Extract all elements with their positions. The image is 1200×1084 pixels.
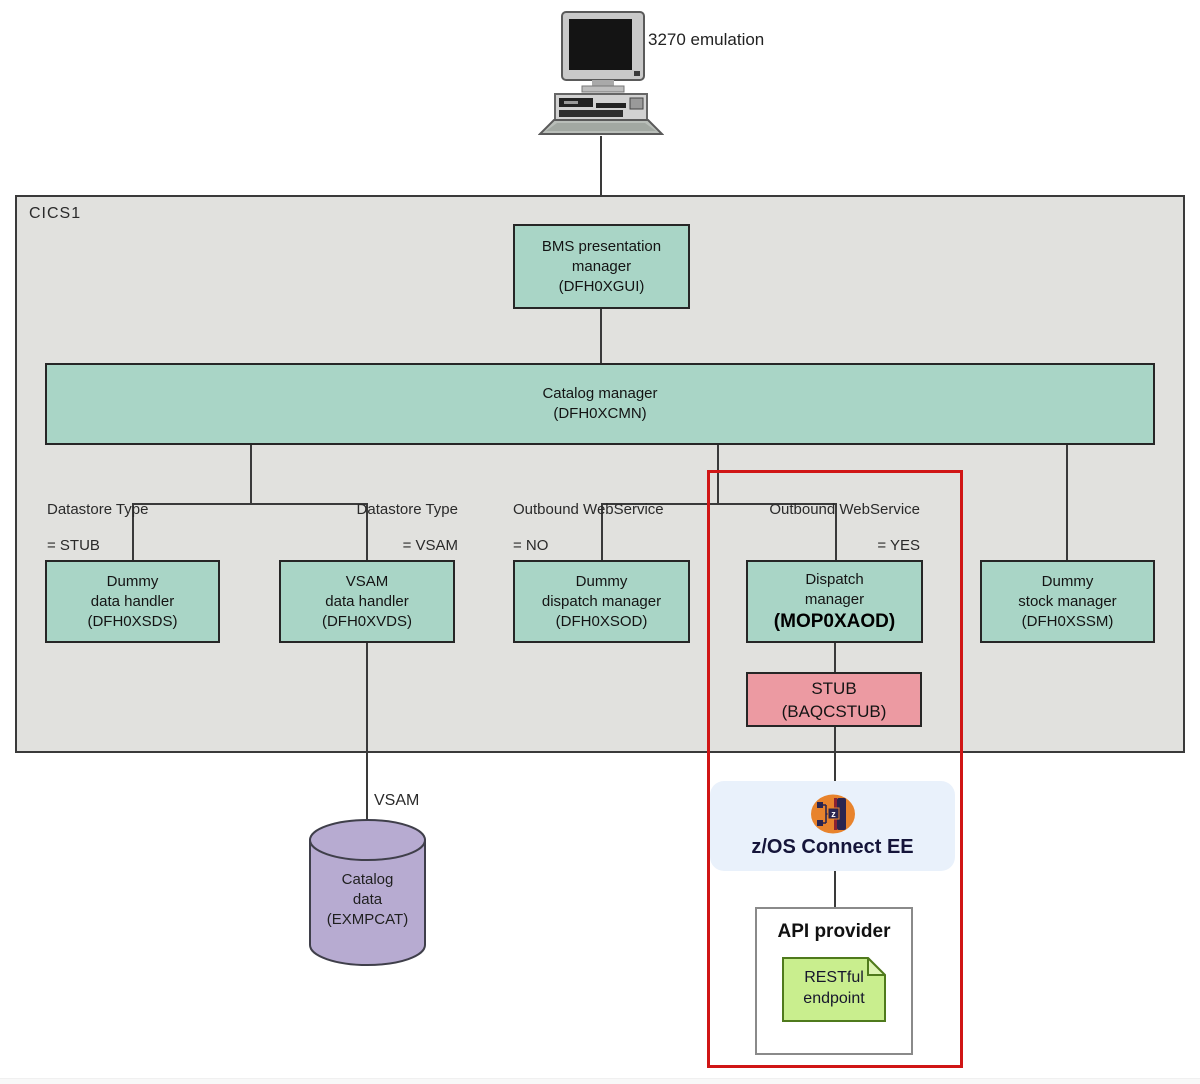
node-text: manager bbox=[804, 590, 865, 608]
cylinder-text: (EXMPCAT) bbox=[326, 911, 409, 928]
branch-label-line: Datastore Type bbox=[47, 501, 149, 518]
node-text: (DFH0XSOD) bbox=[555, 612, 648, 630]
branch-label-line: = NO bbox=[513, 537, 549, 554]
node-text: BMS presentation bbox=[541, 237, 662, 255]
cylinder-text: data bbox=[352, 891, 383, 908]
connector-to-dummy-data-handler bbox=[132, 503, 134, 561]
connector-catalog-datastore bbox=[250, 444, 252, 504]
node-text: dispatch manager bbox=[541, 592, 662, 610]
branch-label-outbound-no: Outbound WebService = NO bbox=[513, 483, 664, 573]
zos-connect-panel: z z/OS Connect EE bbox=[710, 781, 955, 871]
cylinder-shape bbox=[309, 819, 426, 966]
restful-endpoint-document: RESTful endpoint bbox=[782, 955, 888, 1022]
branch-label-line: Outbound WebService bbox=[513, 501, 664, 518]
node-dummy-data-handler: Dummy data handler (DFH0XSDS) bbox=[45, 560, 220, 643]
bottom-divider bbox=[0, 1078, 1200, 1084]
branch-label-line: Outbound WebService bbox=[769, 501, 920, 518]
connector-zos-to-api bbox=[834, 870, 836, 908]
node-dummy-stock-manager: Dummy stock manager (DFH0XSSM) bbox=[980, 560, 1155, 643]
branch-label-line: = YES bbox=[877, 537, 920, 554]
node-text: (DFH0XVDS) bbox=[321, 612, 412, 630]
node-text: (DFH0XSDS) bbox=[87, 612, 178, 630]
node-text: Catalog manager bbox=[542, 385, 658, 402]
node-text: (BAQCSTUB) bbox=[781, 701, 887, 721]
connector-to-dispatch bbox=[835, 503, 837, 561]
edge-label-vsam: VSAM bbox=[374, 792, 420, 809]
node-text: Dispatch bbox=[805, 570, 864, 588]
connector-stub-to-zos bbox=[834, 726, 836, 782]
document-label: RESTful endpoint bbox=[782, 967, 886, 1009]
catalog-data-cylinder: Catalog data (EXMPCAT) bbox=[308, 818, 427, 967]
node-text: (DFH0XSSM) bbox=[1021, 612, 1114, 630]
node-text-program-id: (MOP0XAOD) bbox=[773, 610, 896, 632]
connector-webservice-branch bbox=[601, 503, 837, 505]
branch-label-line: Datastore Type bbox=[356, 501, 458, 518]
zos-connect-logo-icon: z bbox=[810, 794, 855, 833]
cics1-region-label: CICS1 bbox=[29, 205, 82, 222]
svg-text:z: z bbox=[831, 809, 836, 819]
document-text: endpoint bbox=[803, 990, 865, 1007]
api-provider-title: API provider bbox=[777, 921, 891, 942]
node-text: Dummy bbox=[1041, 572, 1094, 590]
node-text: manager bbox=[571, 257, 632, 275]
node-stub: STUB (BAQCSTUB) bbox=[746, 672, 922, 727]
node-text: data handler bbox=[325, 592, 409, 610]
connector-terminal-to-bms bbox=[600, 136, 602, 226]
connector-catalog-to-stock bbox=[1066, 444, 1068, 561]
node-dummy-dispatch-manager: Dummy dispatch manager (DFH0XSOD) bbox=[513, 560, 690, 643]
cylinder-label: Catalog data (EXMPCAT) bbox=[308, 870, 427, 930]
node-text: (DFH0XCMN) bbox=[553, 405, 647, 422]
connector-vsam-to-catalog-data bbox=[366, 642, 368, 822]
node-text: VSAM bbox=[345, 572, 389, 590]
branch-label-datastore-vsam: Datastore Type = VSAM bbox=[318, 483, 458, 573]
cylinder-text: Catalog bbox=[341, 871, 394, 888]
connector-catalog-webservice bbox=[717, 444, 719, 504]
node-text: data handler bbox=[90, 592, 175, 610]
zos-connect-label: z/OS Connect EE bbox=[751, 835, 914, 858]
highlight-rectangle bbox=[707, 470, 963, 1068]
node-text: Dummy bbox=[575, 572, 628, 590]
branch-label-line: = VSAM bbox=[402, 537, 458, 554]
node-text: stock manager bbox=[1018, 592, 1117, 610]
node-text: Dummy bbox=[106, 572, 159, 590]
node-catalog-manager: Catalog manager (DFH0XCMN) bbox=[45, 363, 1155, 445]
branch-label-outbound-yes: Outbound WebService = YES bbox=[760, 483, 920, 573]
branch-label-line: = STUB bbox=[47, 537, 100, 554]
connector-to-vsam-data-handler bbox=[366, 503, 368, 561]
terminal-computer-icon bbox=[538, 11, 664, 135]
node-vsam-data-handler: VSAM data handler (DFH0XVDS) bbox=[279, 560, 455, 643]
document-text: RESTful bbox=[804, 969, 864, 986]
connector-bms-to-catalog bbox=[600, 308, 602, 364]
node-bms-presentation-manager: BMS presentation manager (DFH0XGUI) bbox=[513, 224, 690, 309]
api-provider-box: API provider RESTful endpoint bbox=[755, 907, 913, 1055]
connector-datastore-branch bbox=[132, 503, 368, 505]
node-text: STUB bbox=[811, 678, 857, 698]
document-icon bbox=[782, 955, 888, 1022]
connector-to-dummy-dispatch bbox=[601, 503, 603, 561]
connector-dispatch-to-stub bbox=[834, 642, 836, 674]
node-text: (DFH0XGUI) bbox=[558, 277, 645, 295]
branch-label-datastore-stub: Datastore Type = STUB bbox=[47, 483, 148, 573]
terminal-label: 3270 emulation bbox=[648, 30, 765, 49]
node-dispatch-manager: Dispatch manager (MOP0XAOD) bbox=[746, 560, 923, 643]
